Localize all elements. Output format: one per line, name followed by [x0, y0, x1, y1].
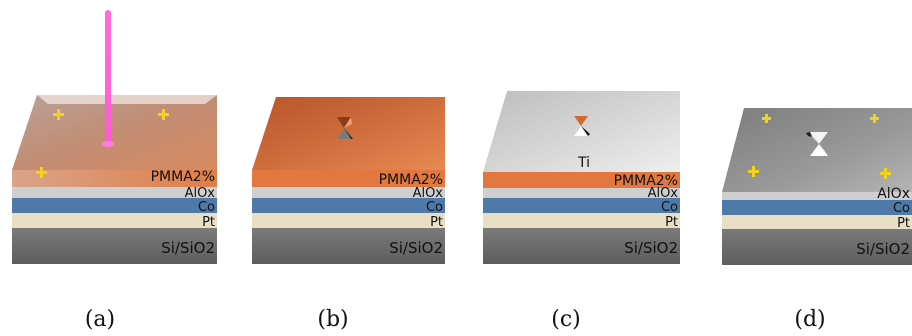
bowtie-nanostructure-icon	[337, 117, 353, 139]
pmma-top-face	[12, 95, 217, 170]
layer-label-pmma: PMMA2%	[151, 169, 215, 185]
co-layer	[252, 198, 445, 213]
layer-label-pt: Pt	[897, 216, 910, 231]
pt-layer	[12, 213, 217, 228]
substrate-layer	[12, 228, 217, 264]
pmma-front-face	[252, 170, 445, 187]
panel-caption-b: (b)	[317, 307, 348, 332]
substrate-layer	[722, 229, 912, 265]
alox-layer	[252, 187, 445, 198]
layer-label-pmma: PMMA2%	[614, 173, 678, 189]
co-layer	[722, 200, 912, 215]
alignment-marker-icon	[748, 166, 759, 177]
alox-layer	[12, 187, 217, 198]
bowtie-nanostructure-icon	[574, 116, 590, 136]
alox-layer	[483, 188, 680, 198]
layer-label-pt: Pt	[665, 215, 678, 230]
panel-d: AlOx Co Pt Si/SiO2 (d)	[722, 108, 912, 332]
substrate-layer	[252, 228, 445, 264]
layer-label-substrate: Si/SiO2	[624, 239, 678, 257]
layer-label-co: Co	[893, 201, 910, 216]
alignment-marker-icon	[880, 168, 891, 179]
pmma-front-face	[483, 172, 680, 188]
co-layer	[12, 198, 217, 213]
layer-label-alox: AlOx	[877, 186, 910, 202]
alignment-marker-icon	[53, 109, 64, 120]
panel-c: Ti PMMA2% AlOx Co Pt Si/SiO2 (c)	[483, 91, 680, 332]
layer-label-co: Co	[198, 200, 215, 215]
layer-label-alox: AlOx	[648, 186, 679, 201]
layer-label-pmma: PMMA2%	[379, 172, 443, 188]
layer-label-pt: Pt	[202, 215, 215, 230]
layer-label-ti: Ti	[577, 155, 590, 171]
substrate-layer	[483, 228, 680, 264]
layer-label-co: Co	[426, 200, 443, 215]
pt-layer	[252, 213, 445, 228]
panel-b: PMMA2% AlOx Co Pt Si/SiO2 (b)	[252, 97, 445, 332]
laser-spot-icon	[102, 141, 114, 147]
alox-layer	[722, 192, 912, 200]
pmma-front-face	[12, 170, 217, 187]
layer-label-pt: Pt	[430, 215, 443, 230]
alignment-marker-icon	[762, 114, 771, 123]
pt-layer	[483, 213, 680, 228]
panel-caption-a: (a)	[85, 307, 115, 332]
layer-label-alox: AlOx	[413, 186, 444, 201]
panel-caption-c: (c)	[551, 307, 581, 332]
layer-label-co: Co	[661, 200, 678, 215]
panel-caption-d: (d)	[794, 307, 825, 332]
layer-label-substrate: Si/SiO2	[389, 239, 443, 257]
laser-beam-icon	[105, 10, 111, 144]
co-layer	[483, 198, 680, 213]
bowtie-nanostructure-icon	[806, 132, 828, 156]
alignment-marker-icon	[36, 167, 47, 178]
panel-a: PMMA2% AlOx Co Pt Si/SiO2 (a)	[12, 10, 217, 332]
alignment-marker-icon	[870, 114, 879, 123]
layer-label-alox: AlOx	[185, 186, 216, 201]
exposure-frame-edge	[37, 95, 217, 104]
layer-label-substrate: Si/SiO2	[161, 239, 215, 257]
alignment-marker-icon	[158, 109, 169, 120]
pt-layer	[722, 215, 912, 229]
layer-label-substrate: Si/SiO2	[856, 240, 910, 258]
